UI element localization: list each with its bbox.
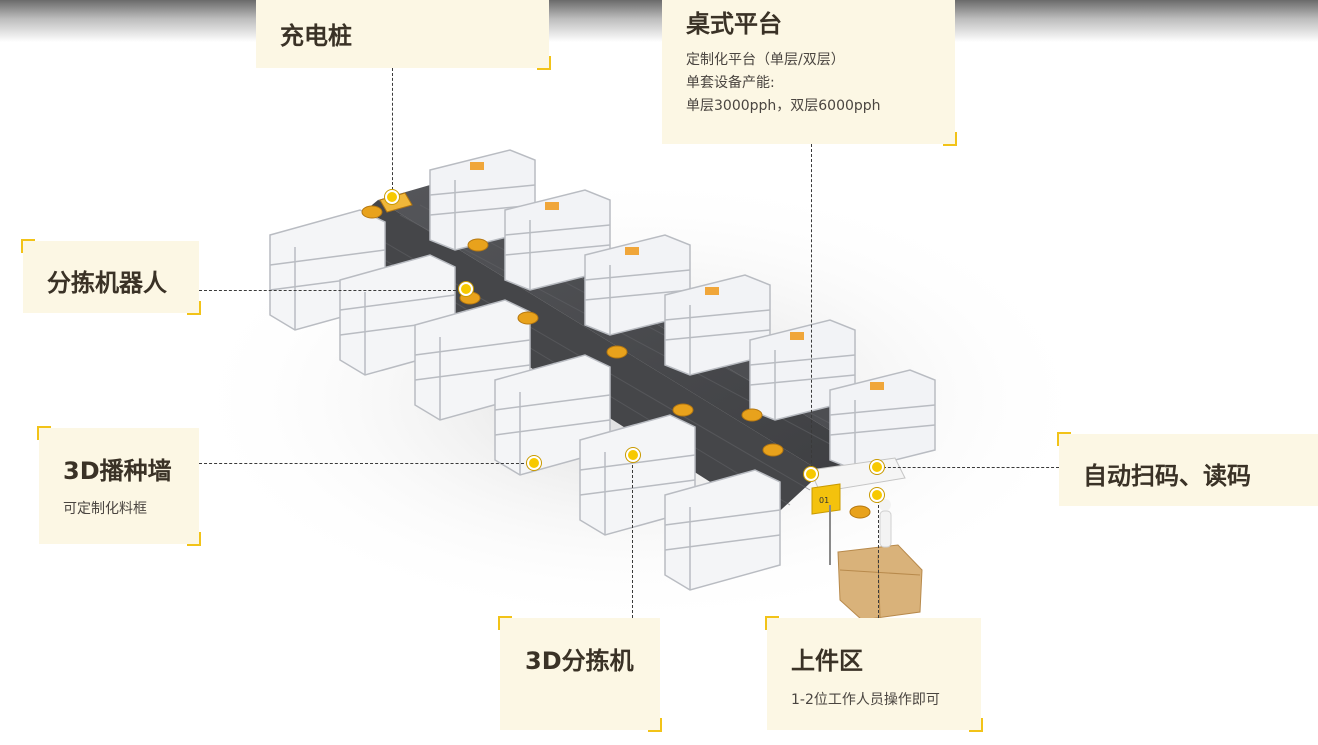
- card-corner: [765, 616, 779, 630]
- leader-robot: [199, 290, 461, 291]
- leader-charging: [392, 68, 393, 190]
- marker-platform[interactable]: [804, 467, 818, 481]
- rack-row-front: [269, 209, 781, 591]
- marker-scan[interactable]: [870, 460, 884, 474]
- card-corner: [498, 616, 512, 630]
- loading-station: [809, 457, 923, 621]
- card-title: 充电桩: [280, 22, 352, 50]
- marker-robot[interactable]: [459, 282, 473, 296]
- leader-scan: [878, 467, 1059, 468]
- card-desktop-platform: 桌式平台 定制化平台（单层/双层） 单套设备产能: 单层3000pph，双层60…: [662, 0, 957, 146]
- card-3d-wall: 3D播种墙 可定制化料框: [37, 426, 201, 546]
- card-corner: [187, 301, 201, 315]
- card-title: 上件区: [791, 647, 863, 675]
- leader-wall: [199, 463, 529, 464]
- leader-platform: [811, 144, 812, 468]
- leader-sorter: [632, 460, 633, 618]
- rack-row-back: [429, 149, 936, 471]
- card-title: 分拣机器人: [47, 269, 167, 297]
- card-title: 3D分拣机: [525, 647, 634, 675]
- card-desc: 1-2位工作人员操作即可: [791, 692, 940, 708]
- card-corner: [37, 426, 51, 440]
- card-corner: [648, 718, 662, 732]
- sorting-robots: [361, 205, 871, 519]
- card-corner: [1057, 432, 1071, 446]
- card-desc: 可定制化料框: [63, 501, 147, 517]
- marker-wall[interactable]: [527, 456, 541, 470]
- desc-line: 单套设备产能:: [686, 75, 775, 91]
- marker-loading[interactable]: [870, 488, 884, 502]
- card-desc: 定制化平台（单层/双层） 单套设备产能: 单层3000pph，双层6000pph: [686, 49, 881, 118]
- card-title: 桌式平台: [686, 10, 782, 38]
- card-sorting-robot: 分拣机器人: [21, 239, 201, 315]
- marker-sorter[interactable]: [626, 448, 640, 462]
- card-corner: [21, 239, 35, 253]
- card-auto-scan: 自动扫码、读码: [1057, 432, 1318, 506]
- card-corner: [969, 718, 983, 732]
- marker-charging[interactable]: [385, 190, 399, 204]
- card-title: 自动扫码、读码: [1083, 462, 1251, 490]
- card-title: 3D播种墙: [63, 457, 172, 485]
- top-shade: [0, 0, 1318, 42]
- desc-line: 单层3000pph，双层6000pph: [686, 98, 881, 114]
- station-tag: 01: [819, 496, 829, 505]
- card-corner: [537, 56, 551, 70]
- card-3d-sorter: 3D分拣机: [498, 616, 662, 732]
- desc-line: 定制化平台（单层/双层）: [686, 52, 845, 68]
- card-loading-area: 上件区 1-2位工作人员操作即可: [765, 616, 983, 732]
- card-corner: [187, 532, 201, 546]
- card-charging-pile: 充电桩: [256, 0, 551, 70]
- leader-loading: [878, 500, 879, 618]
- card-corner: [943, 132, 957, 146]
